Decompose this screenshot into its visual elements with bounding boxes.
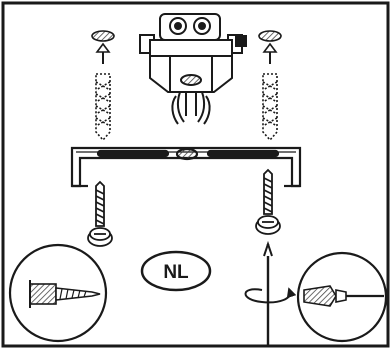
screwdriver-icon [298, 253, 386, 341]
screw-icon [256, 170, 280, 234]
screw-icon [88, 182, 112, 246]
wall-plug-icon [92, 31, 114, 140]
language-label: NL [163, 262, 189, 283]
drill-bit-icon [10, 245, 106, 341]
wall-plug-icon [259, 31, 281, 140]
junction-box-icon [140, 14, 246, 124]
language-badge: NL [142, 252, 210, 290]
rotation-arrow-icon [246, 244, 291, 346]
